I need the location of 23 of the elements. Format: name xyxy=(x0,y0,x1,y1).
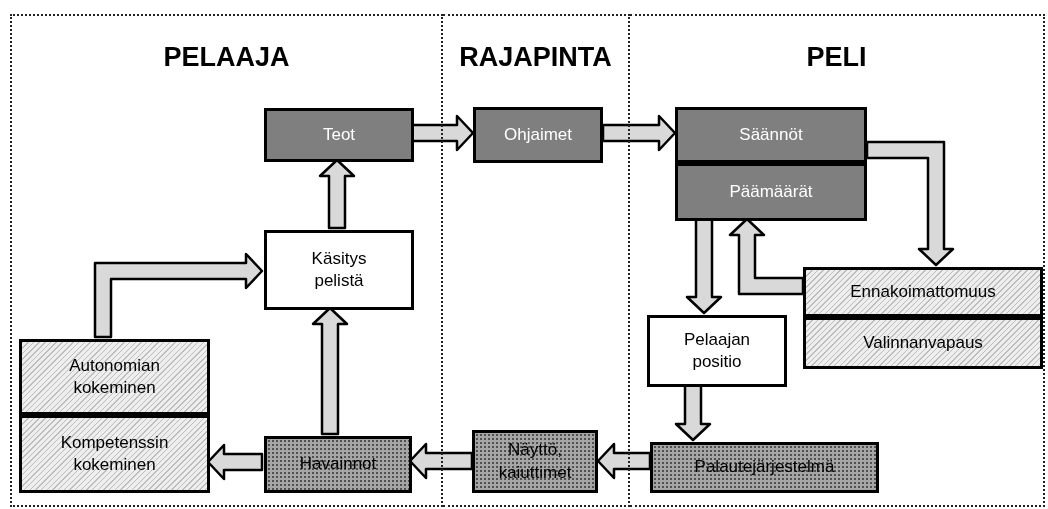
process-box: Havainnot xyxy=(264,436,412,493)
column-heading: PELAAJA xyxy=(162,44,291,71)
process-box: Näyttö, kaiuttimet xyxy=(472,430,598,493)
dotted-region xyxy=(10,14,443,507)
process-box: Ennakoimattomuus xyxy=(803,267,1043,317)
dotted-region xyxy=(443,14,630,507)
process-box: Pelaajan positio xyxy=(647,315,787,387)
block-arrow xyxy=(865,140,955,267)
block-arrow xyxy=(93,252,264,339)
process-box: Käsitys pelistä xyxy=(264,230,414,310)
process-box: Kompetenssin kokeminen xyxy=(19,415,210,493)
block-arrow xyxy=(596,442,652,480)
column-heading: PELI xyxy=(805,44,868,71)
column-heading: RAJAPINTA xyxy=(458,44,613,71)
block-arrow xyxy=(601,114,677,152)
process-box: Päämäärät xyxy=(675,163,867,221)
process-box: Palautejärjestelmä xyxy=(650,442,879,493)
process-box: Valinnanvapaus xyxy=(803,317,1043,369)
process-box: Autonomian kokeminen xyxy=(19,339,210,415)
process-box: Teot xyxy=(264,108,414,162)
process-box: Säännöt xyxy=(675,107,867,163)
dotted-region xyxy=(630,14,1045,507)
process-box: Ohjaimet xyxy=(473,107,603,163)
